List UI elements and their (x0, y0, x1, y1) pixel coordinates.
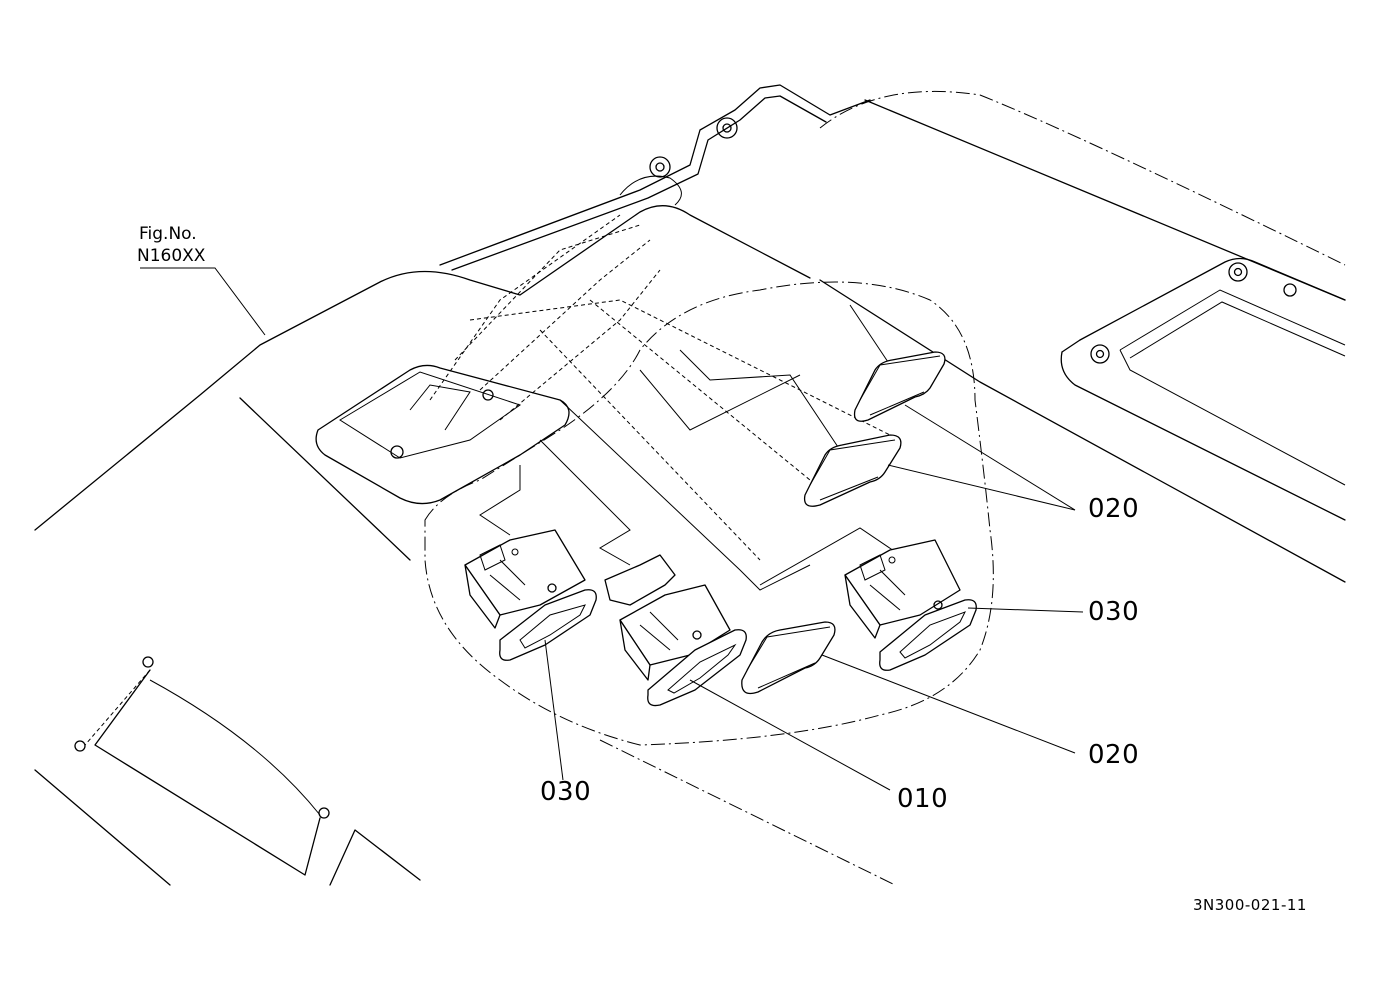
lower-opening (74, 656, 330, 876)
switch-left (464, 529, 597, 661)
wiring-harness (479, 304, 901, 591)
callout-020-bottom: 020 (1088, 740, 1140, 770)
figure-ref-label: Fig.No. (139, 224, 197, 244)
leader-lines (140, 267, 1084, 791)
callout-020-top: 020 (1088, 494, 1140, 524)
mount-bracket (315, 214, 901, 561)
callout-010: 010 (897, 784, 949, 814)
callout-030-left: 030 (540, 777, 592, 807)
drawing-number: 3N300-021-11 (1193, 896, 1307, 914)
switch-center (604, 554, 747, 707)
plug-cover-upper-1 (853, 351, 946, 422)
cover-outline (34, 90, 1346, 886)
switch-right (844, 539, 977, 671)
detail-bubble (424, 281, 994, 746)
plug-cover-upper-2 (803, 434, 902, 507)
callout-030-right: 030 (1088, 597, 1140, 627)
figure-ref-number: N160XX (137, 246, 206, 266)
right-plate (1060, 257, 1346, 521)
upper-plate (439, 84, 871, 271)
plug-cover-lower (741, 621, 836, 695)
